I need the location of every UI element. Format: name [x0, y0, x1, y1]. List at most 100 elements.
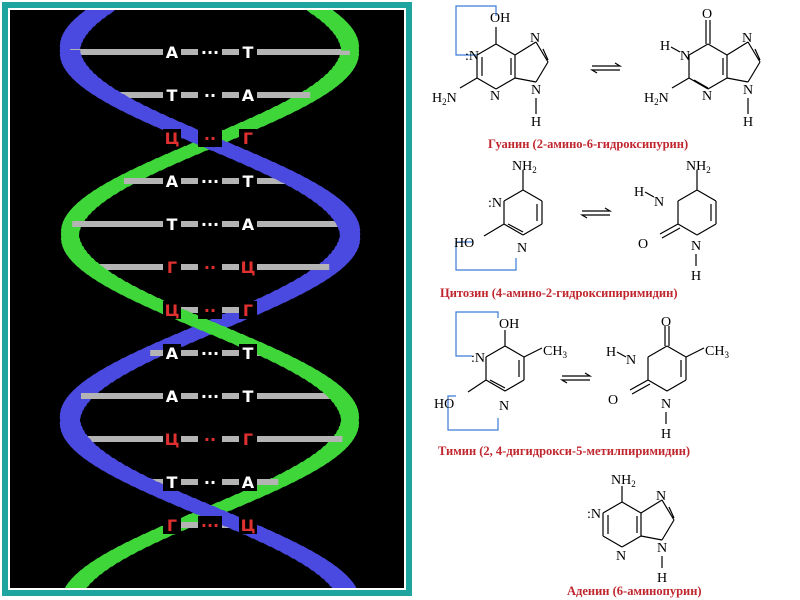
green-strand-segment [104, 550, 141, 555]
base-letter-background [163, 215, 181, 233]
blue-strand-segment [265, 174, 308, 179]
green-strand-segment [241, 118, 281, 123]
green-strand-segment [325, 394, 353, 399]
green-strand-segment [65, 582, 92, 587]
blue-strand-segment [250, 298, 294, 303]
cytosine-caption: Цитозин (4-амино-2-гидроксипиримидин) [440, 286, 677, 300]
green-strand-segment [66, 210, 94, 215]
green-strand-segment [275, 102, 313, 107]
blue-strand-segment [141, 490, 186, 495]
blue-strand-segment [67, 22, 99, 27]
base-pair-dots: ·· [204, 86, 216, 105]
base-letter-background [163, 516, 181, 534]
blue-strand-segment [168, 502, 214, 507]
green-strand-segment [231, 122, 273, 127]
adenine-n1: :N [587, 507, 601, 522]
green-strand-segment [296, 374, 331, 379]
green-strand-segment [338, 54, 360, 59]
guanine-enol-h9: H [531, 115, 541, 130]
blue-strand-segment [339, 230, 361, 235]
green-strand-segment [337, 38, 359, 43]
base-letter-background [239, 258, 257, 276]
blue-strand-segment [145, 122, 191, 127]
green-strand-segment [340, 414, 360, 419]
nucleobase-structures: OH :N N N N H H2N O H N N N N H H2N Гуан… [432, 5, 761, 598]
thymine-keto-h1: H [661, 427, 671, 442]
blue-strand-segment [59, 422, 82, 427]
guanine-keto-hn: H [660, 39, 670, 54]
base-pair-right: Г [243, 301, 253, 320]
blue-strand-segment [137, 118, 181, 123]
green-strand-segment [75, 570, 106, 575]
cytosine-keto-hn: H [634, 185, 644, 200]
blue-strand-segment [60, 58, 85, 63]
green-strand-segment [86, 274, 120, 279]
blue-strand-segment [273, 178, 315, 183]
base-letter-background [239, 43, 257, 61]
base-letter-background [163, 258, 181, 276]
base-pair-left: А [166, 43, 179, 62]
base-pair-right: Ц [241, 516, 256, 535]
blue-strand-segment [63, 398, 92, 403]
green-strand-segment [210, 334, 252, 339]
blue-strand-segment [252, 538, 296, 543]
blue-strand-segment [59, 38, 84, 43]
base-letter-background [239, 86, 257, 104]
cytosine-keto-structure: NH2 H N O N H [634, 159, 717, 284]
green-strand-segment [105, 286, 143, 291]
guanine-enol-oh: OH [490, 11, 510, 26]
blue-strand-segment [60, 418, 81, 423]
cytosine-enol-structure: NH2 :N HO N [454, 159, 543, 271]
green-strand-segment [289, 370, 325, 375]
blue-strand-segment [289, 186, 328, 191]
blue-strand-segment [60, 406, 86, 411]
base-pair-left: А [166, 387, 179, 406]
blue-strand-segment [336, 242, 361, 247]
green-strand-segment [318, 18, 348, 23]
green-strand-segment [64, 586, 88, 588]
guanine-caption: Гуанин (2-амино-6-гидроксипурин) [488, 137, 688, 151]
green-strand-segment [283, 98, 320, 103]
guanine-enol-structure: OH :N N N N H H2N [432, 5, 549, 130]
blue-strand-segment [128, 114, 172, 119]
guanine-enol-n9: N [531, 83, 541, 98]
blue-strand-segment [150, 494, 195, 499]
green-strand-segment [64, 214, 90, 219]
thymine-enol-n1: N [499, 399, 509, 414]
blue-strand-segment [312, 570, 346, 575]
green-strand-segment [304, 86, 338, 91]
blue-strand-segment [320, 206, 352, 211]
blue-strand-segment [62, 30, 90, 35]
thymine-keto-hn: H [606, 345, 616, 360]
guanine-keto-n7: N [742, 31, 752, 46]
blue-strand-segment [82, 378, 119, 383]
base-letter-background [163, 43, 181, 61]
base-pair-left: Т [167, 215, 178, 234]
dna-helix-diagram: А···ТТ··АЦ··ГА···ТТ···АГ··ЦЦ··ГА···ТА···… [59, 10, 361, 588]
blue-strand-segment [116, 478, 159, 483]
blue-strand-segment [321, 258, 353, 263]
blue-strand-segment [92, 94, 131, 99]
equilibrium-arrow-thymine [559, 372, 593, 384]
blue-strand-segment [325, 210, 355, 215]
blue-strand-segment [276, 286, 317, 291]
guanine-keto-n9: N [743, 83, 753, 98]
green-strand-segment [81, 270, 114, 275]
thymine-enol-structure: OH CH3 :N HO N [434, 311, 567, 431]
base-letter-background [239, 516, 257, 534]
green-strand-segment [303, 378, 336, 383]
base-pair-dots: ··· [201, 387, 219, 406]
cytosine-keto-n3: N [654, 195, 664, 210]
blue-strand-segment [78, 454, 114, 459]
blue-strand-segment [61, 62, 88, 67]
thymine-keto-ch3: CH3 [705, 344, 729, 360]
guanine-enol-nh2-h: H2N [432, 91, 457, 107]
base-letter-background [239, 473, 257, 491]
green-strand-segment [333, 62, 358, 67]
guanine-keto-structure: O H N N N N H H2N [644, 7, 761, 130]
base-letter-background [198, 86, 222, 104]
base-letter-background [163, 86, 181, 104]
guanine-enol-n3: N [490, 89, 500, 104]
green-strand-segment [339, 42, 360, 47]
